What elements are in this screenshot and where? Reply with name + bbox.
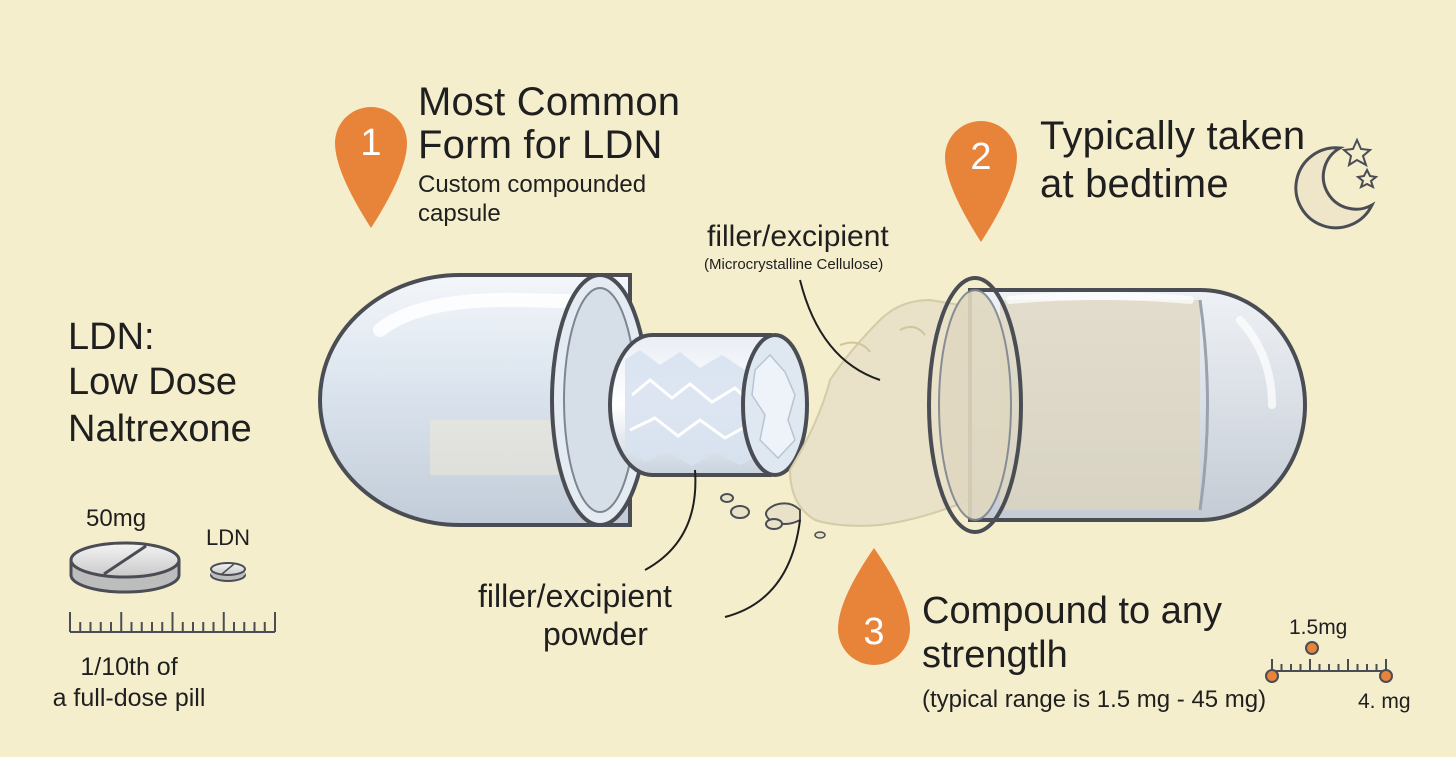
title-line-1: LDN: xyxy=(68,316,155,358)
callout-3-sub: (typical range is 1.5 mg - 45 mg) xyxy=(922,686,1267,713)
callout-1-sub-line-2: capsule xyxy=(418,200,501,227)
pin-3-number: 3 xyxy=(863,611,885,653)
moon-stars-icon xyxy=(1294,137,1379,230)
dose-scale-end-label: 4. mg xyxy=(1358,690,1411,713)
pin-1 xyxy=(335,107,407,228)
leader-lines xyxy=(644,279,881,618)
pin-2-number: 2 xyxy=(970,136,992,178)
filler-top-label: filler/excipient xyxy=(707,220,889,253)
capsule-left-half xyxy=(318,273,650,527)
full-dose-label: 50mg xyxy=(86,505,147,532)
pin-2 xyxy=(945,121,1017,242)
capsule-right-half xyxy=(927,276,1307,534)
pill-caption-line-2: a full-dose pill xyxy=(52,684,206,712)
ldn-pill-icon xyxy=(210,562,246,582)
title-line-2: Low Dose xyxy=(68,361,237,403)
full-dose-pill-icon xyxy=(69,541,181,594)
dose-scale-dot xyxy=(1379,669,1393,683)
filler-top-sub-label: (Microcrystalline Cellulose) xyxy=(704,256,884,273)
ldn-pill-label: LDN xyxy=(206,525,251,550)
dose-scale xyxy=(1265,641,1393,683)
pin-3 xyxy=(838,548,910,665)
pill-ruler xyxy=(69,612,276,633)
filler-bottom-label-line-1: filler/excipient xyxy=(478,578,672,614)
filler-bottom-label-line-2: powder xyxy=(543,616,648,652)
callout-1-sub-line-1: Custom compounded xyxy=(418,171,647,198)
callout-3-heading-line-1: Compound to any xyxy=(922,590,1222,632)
dose-scale-marker-label: 1.5mg xyxy=(1289,616,1348,639)
pin-1-number: 1 xyxy=(360,122,382,164)
title-line-3: Naltrexone xyxy=(68,408,252,450)
dose-scale-dot xyxy=(1305,641,1319,655)
inner-cylinder xyxy=(608,333,809,477)
dose-scale-dot xyxy=(1265,669,1279,683)
callout-1-heading-line-1: Most Common xyxy=(418,80,681,124)
callout-2-heading-line-2: at bedtime xyxy=(1040,162,1229,206)
callout-3-heading-line-2: strengtlh xyxy=(922,634,1068,676)
callout-1-heading-line-2: Form for LDN xyxy=(418,123,663,167)
pill-caption-line-1: 1/10th of xyxy=(80,653,178,681)
callout-2-heading-line-1: Typically taken xyxy=(1040,114,1306,158)
